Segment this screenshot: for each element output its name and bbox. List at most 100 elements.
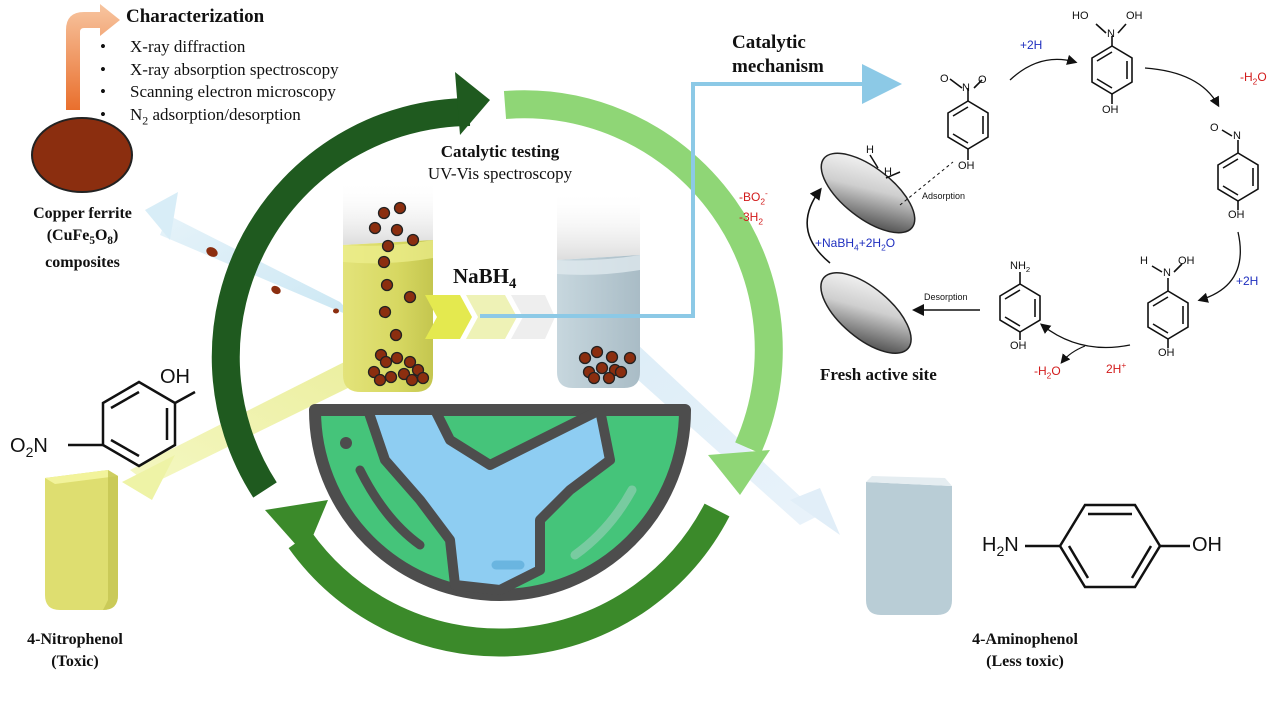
catalytic-testing-label: Catalytic testing UV-Vis spectroscopy [400, 141, 600, 185]
ferrite-particle [578, 351, 592, 365]
atom-label: HO [1072, 10, 1089, 22]
atom-label: OH [1158, 347, 1175, 359]
copper-ferrite-blob [31, 117, 133, 193]
cycle-arrow-dark-green [211, 98, 471, 498]
characterization-item: X-ray diffraction [100, 36, 339, 59]
ferrite-particle [389, 328, 403, 342]
ferrite-particle [368, 221, 382, 235]
atom-label: H [1140, 255, 1148, 267]
atom-label: N [1107, 28, 1115, 40]
atom-label: NH2 [1010, 260, 1031, 275]
atom-label: OH [1010, 340, 1027, 352]
reduction-chevron [425, 295, 472, 339]
atom-label: O [940, 73, 949, 85]
nitrophenol-structure [68, 380, 196, 468]
ferrite-particle [377, 255, 391, 269]
ferrite-particle [378, 305, 392, 319]
ferrite-particle [614, 365, 628, 379]
mechanism-nitroso-ring [1217, 129, 1259, 210]
characterization-arrow [66, 4, 120, 110]
characterization-title: Characterization [126, 6, 265, 27]
step-plus-2h-label: +2H [1020, 38, 1043, 52]
ferrite-particle [377, 206, 391, 220]
characterization-item: N2 adsorption/desorption [100, 104, 339, 132]
atom-label: N [1233, 130, 1241, 142]
aminophenol-oh-label: OH [1192, 534, 1222, 556]
mechanism-aminophenol-ring [999, 272, 1041, 340]
ferrite-particle [403, 290, 417, 304]
flow-streak-to-nitrophenol-head [122, 455, 175, 500]
cycle-arrow-light-green [503, 90, 783, 454]
ferrite-particle [380, 278, 394, 292]
mechanism-nitro-ring [947, 78, 989, 160]
ferrite-particle [605, 350, 619, 364]
reagent-nabh4-label: +NaBH4+2H2O [815, 236, 896, 253]
byproduct-bo2-label: -BO2--3H2 [739, 188, 768, 227]
catalytic-mechanism-label: Catalytic mechanism [732, 32, 824, 77]
atom-label: OH [1102, 104, 1119, 116]
ferrite-particle [397, 367, 411, 381]
atom-label: OH [958, 160, 975, 172]
atom-label: OH [1228, 209, 1245, 221]
copper-ferrite-line3: composites [45, 254, 120, 272]
catalyst-particle-hydrided [820, 152, 916, 234]
arrow-water-release [1060, 345, 1086, 364]
cycle-arrow-light-green-head [708, 450, 770, 495]
nitrophenol-oh-label: OH [160, 366, 190, 388]
cycle-arrow-mid-green-head [265, 500, 328, 555]
atom-label: N [1163, 267, 1171, 279]
ferrite-particle [373, 373, 387, 387]
earth-icon [309, 404, 691, 601]
atom-label: N [962, 82, 970, 94]
step-minus-h2o-label-2: -H2O [1034, 364, 1061, 381]
aminophenol-nh2-label: H2N [982, 534, 1019, 559]
ferrite-particle [587, 371, 601, 385]
aminophenol-name-label: 4-Aminophenol (Less toxic) [972, 631, 1078, 670]
ferrite-particle [393, 201, 407, 215]
ferrite-particle [390, 351, 404, 365]
ferrite-particle [590, 345, 604, 359]
catalyst-particle-fresh [820, 272, 912, 354]
nitrophenol-vial [45, 470, 118, 610]
ferrite-particle [595, 361, 609, 375]
ferrite-particle [403, 355, 417, 369]
adsorption-link [899, 161, 954, 206]
nitrophenol-no2-label: O2N [10, 435, 48, 460]
arrow-step-4 [1039, 323, 1131, 349]
cycle-arrow-dark-green-head [455, 72, 490, 135]
arrow-step-3 [1197, 231, 1241, 303]
desorption-label: Desorption [924, 292, 968, 302]
aminophenol-structure [1025, 503, 1190, 589]
copper-ferrite-line1: Copper ferrite [33, 205, 132, 222]
step-minus-h2o-label: -H2O [1240, 70, 1267, 87]
step-plus-2h-label-2: +2H [1236, 274, 1259, 288]
flow-streak-to-aminophenol-head [790, 488, 840, 535]
atom-label: H [884, 166, 892, 178]
atom-label: O [1210, 122, 1219, 134]
copper-ferrite-formula: (CuFe5O8) [46, 227, 119, 248]
atom-label: OH [1178, 255, 1195, 267]
ferrite-particle [206, 247, 218, 257]
cycle-arrow-mid-green [288, 503, 730, 657]
ferrite-particle [405, 373, 419, 387]
catalytic-testing-title: Catalytic testing [440, 142, 560, 161]
fresh-active-site-label: Fresh active site [820, 365, 937, 384]
test-tube-4-aminophenol [557, 190, 640, 388]
ferrite-particle [623, 351, 637, 365]
ferrite-particle [390, 223, 404, 237]
characterization-list: X-ray diffraction X-ray absorption spect… [100, 36, 339, 131]
ferrite-particle [271, 285, 281, 295]
characterization-item: Scanning electron microscopy [100, 81, 339, 104]
ferrite-particle [602, 371, 616, 385]
ferrite-particle [384, 370, 398, 384]
aminophenol-vial [866, 476, 952, 615]
ferrite-particle [333, 308, 339, 314]
atom-label: OH [1126, 10, 1143, 22]
regeneration-arrow [806, 187, 831, 264]
mechanism-hydroxylamine-ring [1147, 263, 1189, 348]
hydride-bond [869, 154, 901, 179]
nitrophenol-name-label: 4-Nitrophenol (Toxic) [27, 631, 123, 670]
mechanism-connector [480, 64, 902, 318]
ferrite-particle [381, 239, 395, 253]
